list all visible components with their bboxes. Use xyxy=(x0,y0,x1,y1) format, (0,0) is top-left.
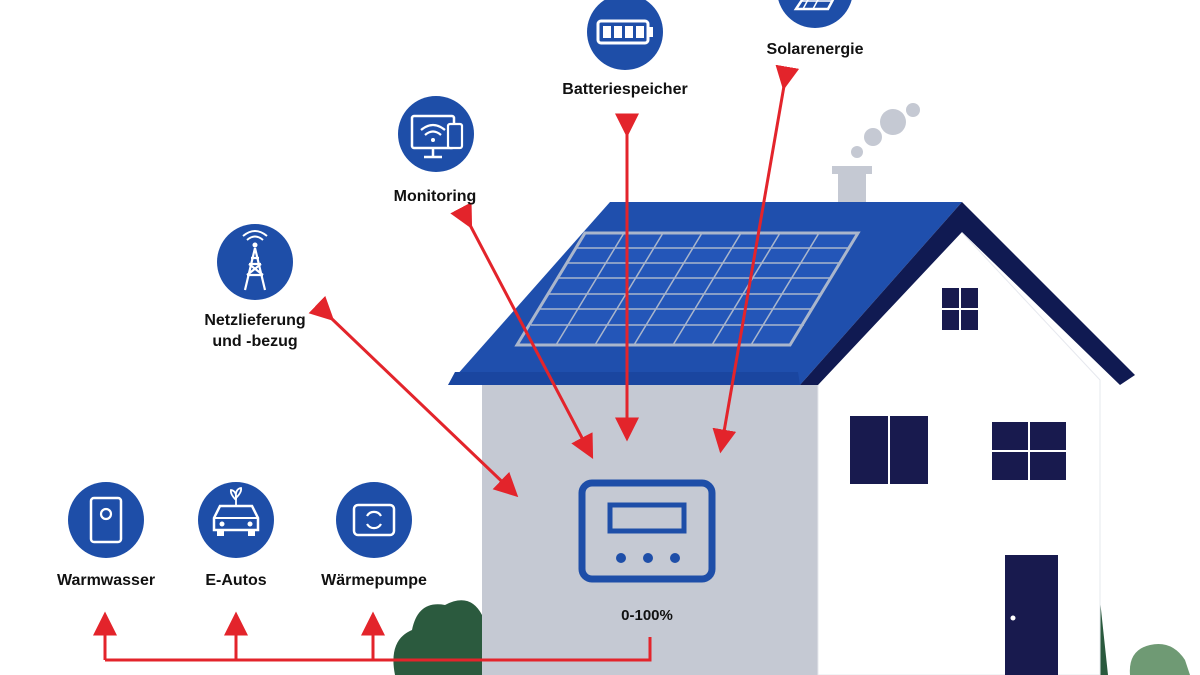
inverter-icon xyxy=(578,479,716,583)
label-solar: Solarenergie xyxy=(766,41,864,58)
house-side-wall xyxy=(482,380,820,675)
inverter-label: 0-100% xyxy=(621,607,673,624)
label-battery: Batteriespeicher xyxy=(562,81,688,98)
label-eautos: E-Autos xyxy=(205,572,267,589)
house-windows xyxy=(850,288,1066,484)
solar-panel-icon xyxy=(778,0,852,28)
arrow-monitoring xyxy=(450,202,594,459)
house-door xyxy=(1005,555,1058,675)
battery-icon xyxy=(587,0,663,70)
label-waermepumpe: Wärmepumpe xyxy=(321,572,427,589)
chimney-smoke xyxy=(851,103,920,158)
monitor-wifi-icon xyxy=(398,96,474,172)
heat-pump-icon xyxy=(336,482,412,558)
label-monitoring: Monitoring xyxy=(393,188,477,205)
water-heater-icon xyxy=(68,482,144,558)
label-warmwasser: Warmwasser xyxy=(56,572,156,589)
arrow-solar xyxy=(712,64,800,454)
flow-arrows xyxy=(93,64,800,662)
label-grid-line2: und -bezug xyxy=(212,333,298,350)
label-grid-line1: Netzlieferung xyxy=(204,312,306,329)
transmission-tower-icon xyxy=(217,224,293,300)
electric-car-icon xyxy=(198,482,274,558)
arrow-grid xyxy=(308,295,519,498)
